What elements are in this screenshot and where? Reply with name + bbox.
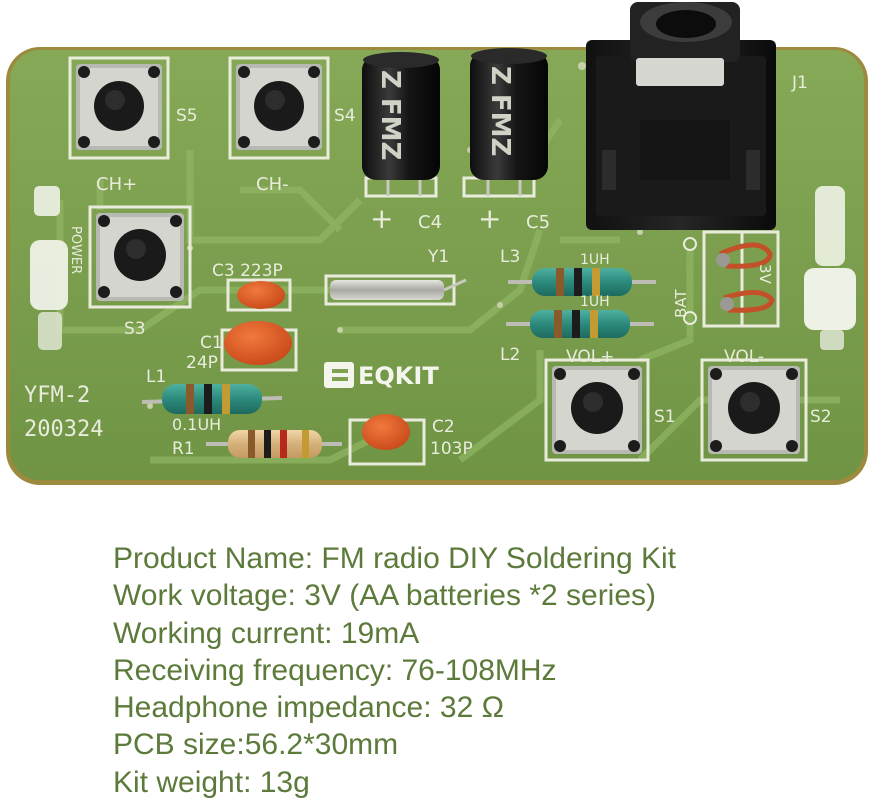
label-vol-minus: VOL- xyxy=(724,347,764,367)
label-y1: Y1 xyxy=(427,247,449,267)
label-l1: L1 xyxy=(146,367,166,387)
label-l2: L2 xyxy=(500,345,520,365)
label-s2: S2 xyxy=(810,407,832,427)
spec-pcb-size: PCB size:56.2*30mm xyxy=(113,728,399,762)
capacitor-c4-marking: Z FMZ xyxy=(375,70,405,160)
label-c2-value: 103P xyxy=(430,439,473,459)
battery-connector xyxy=(702,230,780,328)
capacitor-c4: Z FMZ xyxy=(362,52,440,198)
resistor-r1 xyxy=(206,430,342,458)
eqkit-logo: EQKIT xyxy=(324,362,439,390)
inductor-l2 xyxy=(506,310,654,338)
label-l3-value: 1UH xyxy=(580,252,610,268)
spec-product-name: Product Name: FM radio DIY Soldering Kit xyxy=(113,542,677,575)
inductor-l3 xyxy=(508,268,656,296)
label-ch-minus: CH- xyxy=(256,174,289,195)
label-bat: BAT xyxy=(672,289,690,318)
label-l3: L3 xyxy=(500,247,520,267)
bat-plus-symbol xyxy=(683,237,697,251)
switch-vol-minus xyxy=(700,358,808,462)
led-right xyxy=(804,186,856,350)
label-s1: S1 xyxy=(654,407,676,427)
spec-headphone-impedance: Headphone impedance: 32 Ω xyxy=(113,691,505,725)
switch-ch-plus xyxy=(68,56,170,160)
switch-power xyxy=(88,205,192,309)
silkscreen-labels: S5 S4 CH+ CH- + C4 + C5 J1 POWER S3 C3 2… xyxy=(24,73,832,459)
led-left xyxy=(30,186,68,350)
ceramic-capacitor-c2 xyxy=(348,414,426,466)
label-s4: S4 xyxy=(334,106,356,126)
crystal-y1 xyxy=(324,274,467,306)
label-c1: C1 xyxy=(200,333,223,353)
capacitor-c5: Z FMZ xyxy=(462,48,548,198)
label-c2: C2 xyxy=(432,417,455,437)
label-c3: C3 223P xyxy=(212,261,283,281)
spec-work-voltage: Work voltage: 3V (AA batteries *2 series… xyxy=(113,579,657,613)
label-r1: R1 xyxy=(172,439,195,459)
spec-working-current: Working current: 19mA xyxy=(113,616,420,650)
label-model: YFM-2 xyxy=(24,383,90,408)
switch-vol-plus xyxy=(544,358,650,462)
label-c4-plus: + xyxy=(370,202,393,235)
spec-kit-weight: Kit weight: 13g xyxy=(113,765,310,799)
label-c4: C4 xyxy=(418,212,442,233)
headphone-jack-j1 xyxy=(586,2,776,230)
label-l2-value: 1UH xyxy=(580,294,610,310)
inductor-l1 xyxy=(141,384,283,414)
pcb-traces xyxy=(56,118,840,464)
label-bat-voltage: 3V xyxy=(756,264,774,285)
logo-text: EQKIT xyxy=(358,362,439,390)
label-c5-plus: + xyxy=(478,202,501,235)
label-s3: S3 xyxy=(124,319,146,339)
pcb-photo: Z FMZ Z FMZ xyxy=(6,2,868,485)
label-power: POWER xyxy=(68,226,83,274)
label-date-code: 200324 xyxy=(24,417,103,442)
label-l1-value: 0.1UH xyxy=(172,415,221,434)
switch-ch-minus xyxy=(228,56,330,160)
bat-minus-symbol xyxy=(683,311,697,325)
label-c5: C5 xyxy=(526,212,550,233)
ceramic-capacitor-c3 xyxy=(226,278,292,312)
label-s5: S5 xyxy=(176,106,198,126)
capacitor-c5-marking: Z FMZ xyxy=(485,66,515,156)
label-vol-plus: VOL+ xyxy=(566,347,614,367)
label-c1-value: 24P xyxy=(186,353,218,373)
label-j1: J1 xyxy=(791,73,808,93)
spec-list: Product Name: FM radio DIY Soldering Kit… xyxy=(113,540,873,801)
ceramic-capacitor-c1 xyxy=(220,321,298,372)
label-ch-plus: CH+ xyxy=(96,174,137,195)
spec-receiving-frequency: Receiving frequency: 76-108MHz xyxy=(113,653,557,687)
